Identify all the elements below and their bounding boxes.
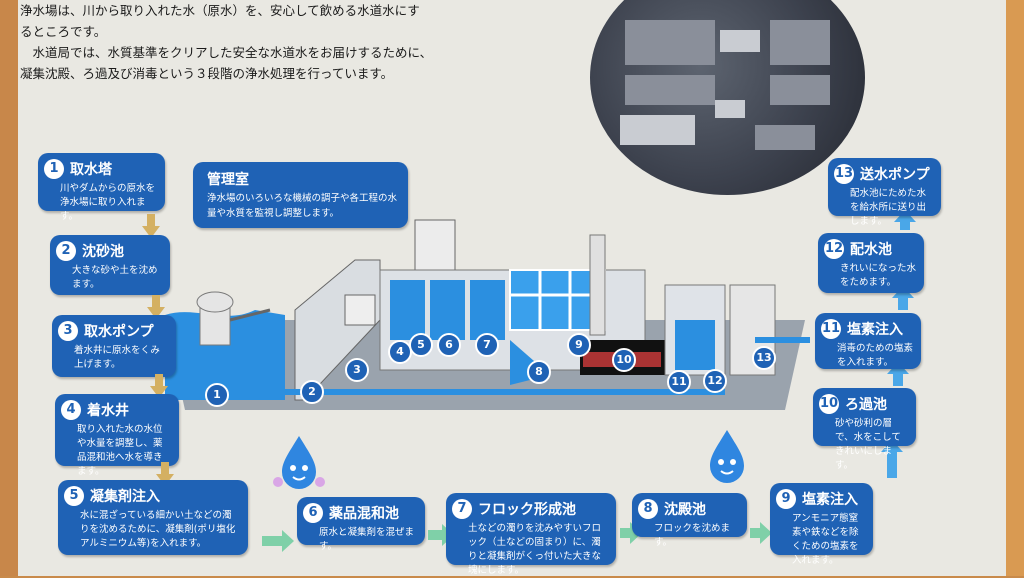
step-11-chlorine-injection: 11 塩素注入 消毒のための塩素を入れます。 xyxy=(815,313,921,369)
diagram-marker-13: 13 xyxy=(752,346,776,370)
diagram-marker-5: 5 xyxy=(409,333,433,357)
step-desc: 原水と凝集剤を混ぜます。 xyxy=(319,527,415,552)
step-number: 10 xyxy=(819,394,839,414)
diagram-marker-10: 10 xyxy=(612,348,636,372)
step-title: 凝集剤注入 xyxy=(90,489,160,505)
step-number: 3 xyxy=(58,321,78,341)
step-title: フロック形成池 xyxy=(478,502,576,518)
arrow-right xyxy=(262,530,294,552)
step-desc: 川やダムからの原水を浄水場に取り入れます。 xyxy=(60,183,156,222)
control-room-desc: 浄水場のいろいろな機械の調子や各工程の水量や水質を監視し調整します。 xyxy=(207,193,398,219)
step-desc: 取り入れた水の水位や水量を調整し、薬品混和池へ水を導きます。 xyxy=(77,424,163,477)
intro-line-4: 凝集沈殿、ろ過及び消毒という３段階の浄水処理を行っています。 xyxy=(20,66,394,81)
step-title: 沈砂池 xyxy=(82,244,124,260)
wood-frame-left xyxy=(0,0,22,576)
step-8-sedimentation-basin: 8 沈殿池 フロックを沈めます。 xyxy=(632,493,747,548)
diagram-marker-8: 8 xyxy=(527,360,551,384)
water-drop-mascot-right xyxy=(710,430,744,483)
arrow-up xyxy=(887,362,909,386)
wood-frame-right xyxy=(1006,0,1024,576)
intro-line-2: るところです。 xyxy=(20,24,107,39)
step-number: 8 xyxy=(638,499,658,519)
step-number: 6 xyxy=(303,503,323,523)
diagram-marker-9: 9 xyxy=(567,333,591,357)
step-desc: アンモニア態窒素や鉄などを除くための塩素を入れます。 xyxy=(792,513,859,566)
step-13-transmission-pump: 13 送水ポンプ 配水池にためた水を給水所に送り出します。 xyxy=(828,158,941,227)
step-6-chemical-mixing-basin: 6 薬品混和池 原水と凝集剤を混ぜます。 xyxy=(297,497,425,552)
step-7-flocculation-basin: 7 フロック形成池 土などの濁りを沈みやすいフロック（土などの固まり）に、濁りと… xyxy=(446,493,616,576)
diagram-marker-3: 3 xyxy=(345,358,369,382)
step-number: 11 xyxy=(821,319,841,339)
step-title: 塩素注入 xyxy=(847,322,903,338)
step-desc: きれいになった水をためます。 xyxy=(840,263,917,288)
diagram-marker-6: 6 xyxy=(437,333,461,357)
step-title: ろ過池 xyxy=(845,397,887,413)
step-title: 取水塔 xyxy=(70,162,112,178)
intro-line-3: 水道局では、水質基準をクリアした安全な水道水をお届けするために、 xyxy=(32,45,433,60)
step-desc: フロックを沈めます。 xyxy=(654,523,731,548)
arrow-up xyxy=(892,286,914,310)
diagram-marker-2: 2 xyxy=(300,380,324,404)
step-title: 送水ポンプ xyxy=(860,167,930,183)
step-number: 9 xyxy=(776,489,796,509)
step-desc: 大きな砂や土を沈めます。 xyxy=(72,265,158,290)
step-desc: 砂や砂利の層で、水をこしてきれいにします。 xyxy=(835,418,901,471)
step-title: 配水池 xyxy=(850,242,892,258)
step-number: 7 xyxy=(452,499,472,519)
step-9-chlorine-injection: 9 塩素注入 アンモニア態窒素や鉄などを除くための塩素を入れます。 xyxy=(770,483,873,566)
step-number: 4 xyxy=(61,400,81,420)
intro-text: 浄水場は、川から取り入れた水（原水）を、安心して飲める水道水にす るところです。… xyxy=(20,0,540,84)
control-room-title: 管理室 xyxy=(207,172,249,188)
intro-line-1: 浄水場は、川から取り入れた水（原水）を、安心して飲める水道水にす xyxy=(20,3,420,18)
step-number: 13 xyxy=(834,164,854,184)
step-number: 5 xyxy=(64,486,84,506)
step-10-filtration-basin: 10 ろ過池 砂や砂利の層で、水をこしてきれいにします。 xyxy=(813,388,916,471)
step-title: 薬品混和池 xyxy=(329,506,399,522)
step-desc: 水に混ざっている細かい土などの濁りを沈めるために、凝集剤(ポリ塩化アルミニウム等… xyxy=(80,510,236,549)
step-desc: 配水池にためた水を給水所に送り出します。 xyxy=(850,188,927,227)
step-3-intake-pump: 3 取水ポンプ 着水井に原水をくみ上げます。 xyxy=(52,315,176,377)
step-title: 塩素注入 xyxy=(802,492,858,508)
diagram-marker-1: 1 xyxy=(205,383,229,407)
diagram-marker-7: 7 xyxy=(475,333,499,357)
step-desc: 消毒のための塩素を入れます。 xyxy=(837,343,914,368)
step-desc: 土などの濁りを沈みやすいフロック（土などの固まり）に、濁りと凝集剤がくっ付いた大… xyxy=(468,523,602,576)
step-12-distribution-reservoir: 12 配水池 きれいになった水をためます。 xyxy=(818,233,924,293)
step-title: 着水井 xyxy=(87,403,129,419)
step-1-intake-tower: 1 取水塔 川やダムからの原水を浄水場に取り入れます。 xyxy=(38,153,165,222)
step-4-receiving-well: 4 着水井 取り入れた水の水位や水量を調整し、薬品混和池へ水を導きます。 xyxy=(55,394,179,477)
step-title: 取水ポンプ xyxy=(84,324,154,340)
aerial-photo xyxy=(590,0,865,195)
step-number: 2 xyxy=(56,241,76,261)
arrow-right xyxy=(750,522,772,544)
step-number: 1 xyxy=(44,159,64,179)
diagram-marker-11: 11 xyxy=(667,370,691,394)
diagram-marker-12: 12 xyxy=(703,369,727,393)
step-desc: 着水井に原水をくみ上げます。 xyxy=(74,345,160,370)
water-drop-mascot-left xyxy=(273,436,325,489)
step-5-coagulant-injection: 5 凝集剤注入 水に混ざっている細かい土などの濁りを沈めるために、凝集剤(ポリ塩… xyxy=(58,480,248,555)
arrow-right xyxy=(428,524,454,546)
step-title: 沈殿池 xyxy=(664,502,706,518)
arrow-right xyxy=(620,522,642,544)
step-number: 12 xyxy=(824,239,844,259)
step-2-grit-chamber: 2 沈砂池 大きな砂や土を沈めます。 xyxy=(50,235,170,295)
control-room-panel: 管理室 浄水場のいろいろな機械の調子や各工程の水量や水質を監視し調整します。 xyxy=(193,162,408,228)
